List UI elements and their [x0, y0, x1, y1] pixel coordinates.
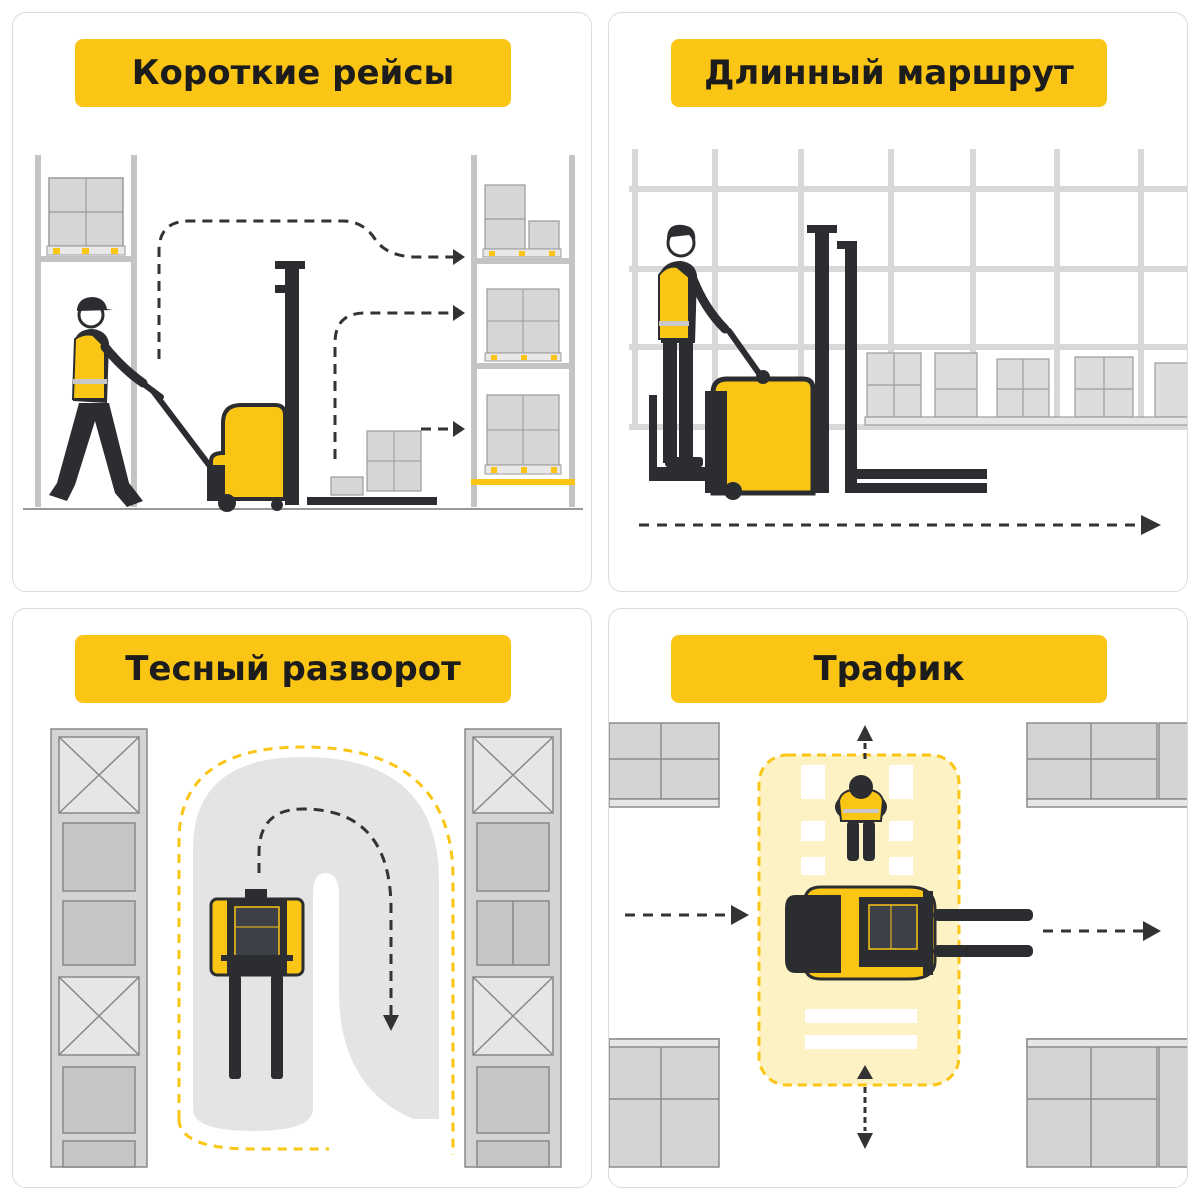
- pallet-icon: [330, 430, 422, 496]
- panel-short-trips: Короткие рейсы: [12, 12, 592, 592]
- stacker-icon: [649, 225, 987, 500]
- panel-tight-turn: Тесный разворот: [12, 608, 592, 1188]
- panel-traffic: Трафик: [608, 608, 1188, 1188]
- rack-icon: [50, 728, 148, 1168]
- panel-title: Длинный маршрут: [671, 39, 1107, 107]
- stacker-icon: [142, 261, 437, 512]
- short-trips-illustration: [23, 155, 583, 512]
- rack-icon: [609, 722, 1187, 1168]
- rack-icon: [35, 155, 137, 507]
- worker-icon: [835, 775, 887, 861]
- arrow-icon: [1141, 515, 1161, 535]
- rack-icon: [464, 728, 562, 1168]
- arrow-icon: [857, 1065, 873, 1079]
- pallet-icon: [864, 352, 1187, 426]
- panel-title: Короткие рейсы: [75, 39, 511, 107]
- rack-icon: [471, 155, 575, 507]
- panel-title: Тесный разворот: [75, 635, 511, 703]
- forklift-icon: [209, 889, 305, 1079]
- long-route-illustration: [629, 149, 1187, 535]
- forklift-icon: [785, 885, 1033, 981]
- panel-title: Трафик: [671, 635, 1107, 703]
- worker-icon: [49, 297, 148, 507]
- arrow-icon: [857, 1133, 873, 1149]
- panel-long-route: Длинный маршрут: [608, 12, 1188, 592]
- worker-icon: [658, 224, 730, 467]
- arrow-icon: [1143, 921, 1161, 941]
- arrow-icon: [731, 905, 749, 925]
- arrow-icon: [383, 1015, 399, 1031]
- tight-turn-illustration: [50, 728, 562, 1168]
- traffic-illustration: [609, 722, 1187, 1168]
- arrow-icon: [857, 725, 873, 741]
